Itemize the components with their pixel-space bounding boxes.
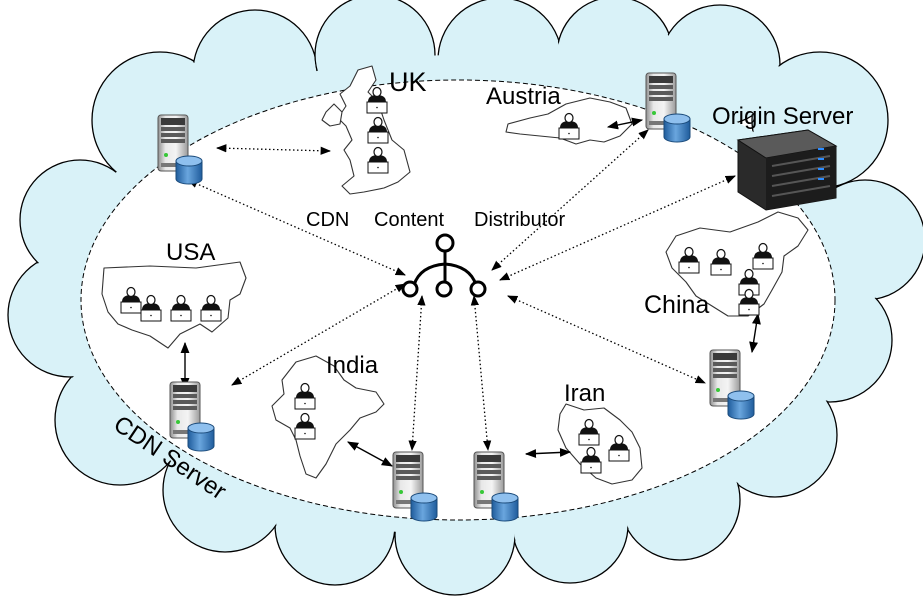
label-origin-server: Origin Server bbox=[712, 103, 853, 130]
iran-map bbox=[557, 403, 643, 485]
label-china: China bbox=[644, 291, 709, 319]
distribution-hub-icon[interactable] bbox=[401, 233, 487, 298]
uk-users bbox=[366, 86, 389, 174]
label-content: Content bbox=[374, 209, 444, 231]
origin-server-icon[interactable] bbox=[736, 129, 838, 211]
label-usa: USA bbox=[166, 239, 215, 266]
label-cdn: CDN bbox=[306, 209, 349, 231]
label-uk: UK bbox=[389, 67, 427, 97]
local-links bbox=[180, 117, 761, 467]
label-iran: Iran bbox=[564, 380, 605, 407]
connections bbox=[187, 129, 736, 452]
label-distributor: Distributor bbox=[474, 209, 565, 231]
label-austria: Austria bbox=[486, 83, 561, 110]
label-india: India bbox=[326, 352, 379, 379]
